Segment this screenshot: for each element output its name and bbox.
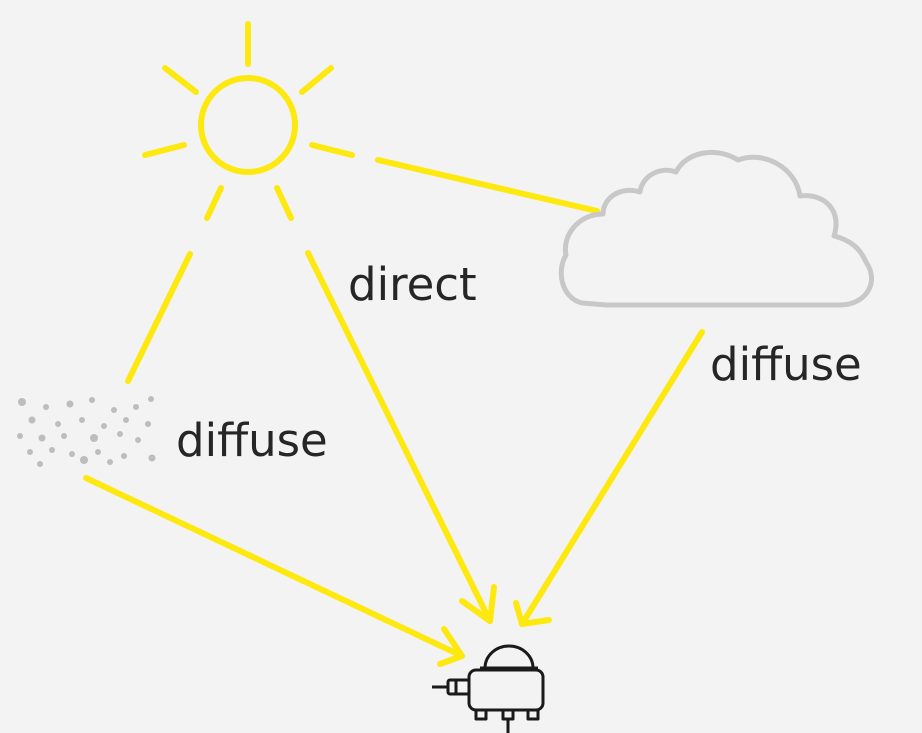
pyranometer-sensor-icon xyxy=(432,644,545,733)
ray-sun-to-cloud xyxy=(375,157,600,214)
diffuse-cloud-arrow xyxy=(513,329,705,627)
cloud-icon xyxy=(558,149,874,308)
diffuse-particles-arrow xyxy=(83,475,465,667)
direct-ray-arrow xyxy=(305,250,497,624)
particles-icon xyxy=(17,396,156,467)
diffuse-particles-label: diffuse xyxy=(176,414,328,467)
sun-icon xyxy=(142,21,355,221)
diffuse-cloud-label: diffuse xyxy=(710,338,862,391)
ray-sun-to-particles xyxy=(125,251,193,384)
direct-label: direct xyxy=(348,258,477,311)
